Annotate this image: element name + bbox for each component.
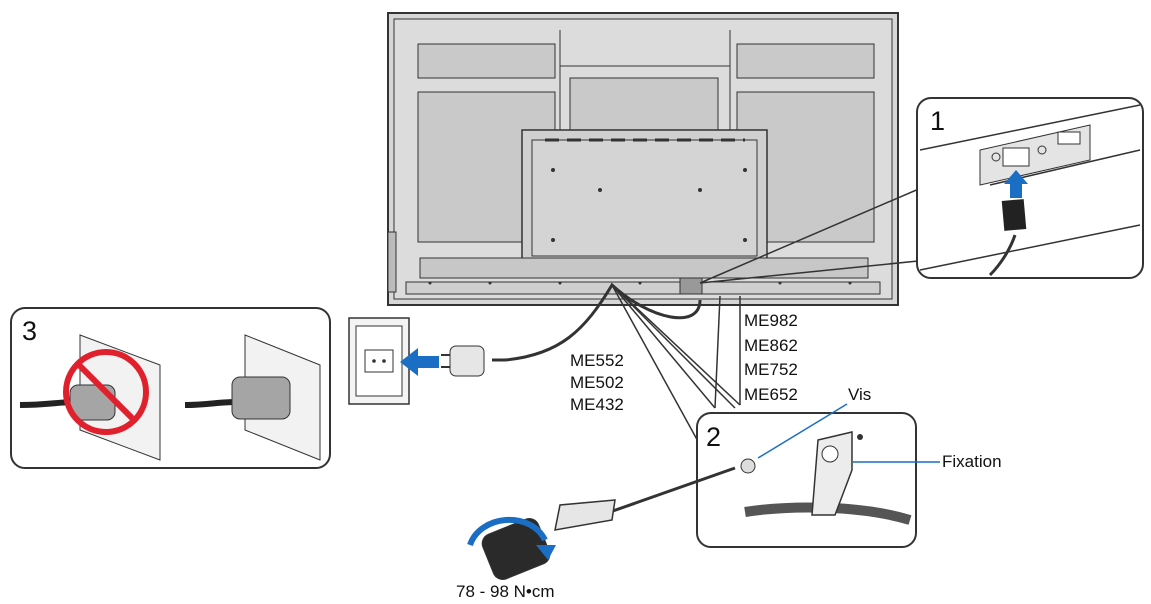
- model-label: ME862: [744, 336, 798, 355]
- callout-box-2: [696, 412, 917, 548]
- step-2-label: 2: [706, 422, 721, 452]
- monitor-rear-panel: [387, 12, 899, 306]
- monitor-screw-holes: [428, 168, 852, 285]
- power-plug: [441, 345, 485, 377]
- leader-lines: [611, 184, 929, 446]
- model-list-small: ME552 ME502 ME432: [570, 351, 624, 414]
- model-label: ME552: [570, 351, 624, 370]
- model-label: ME432: [570, 395, 624, 414]
- torque-label: 78 - 98 N•cm: [456, 582, 555, 601]
- step-1-label: 1: [930, 106, 945, 136]
- callout-box-3: [10, 307, 331, 469]
- model-label: ME652: [744, 385, 798, 404]
- arrow-left-icon: [400, 348, 439, 376]
- wall-outlet: [348, 317, 410, 405]
- model-label: ME752: [744, 360, 798, 379]
- callout-box-1: [916, 97, 1144, 279]
- screw-label: Vis: [848, 385, 871, 404]
- screwdriver-icon: [481, 466, 736, 580]
- prohibited-icon: [63, 349, 149, 435]
- step-3-label: 3: [22, 316, 37, 346]
- clamp-label: Fixation: [942, 452, 1002, 471]
- monitor-power-inlet: [679, 277, 703, 295]
- rotation-arrow-icon: [467, 516, 556, 560]
- screw-leader-line: [757, 403, 848, 459]
- model-label: ME982: [744, 311, 798, 330]
- model-list-large: ME982 ME862 ME752 ME652: [744, 311, 798, 404]
- model-label: ME502: [570, 373, 624, 392]
- arrow-up-icon: [1004, 170, 1028, 198]
